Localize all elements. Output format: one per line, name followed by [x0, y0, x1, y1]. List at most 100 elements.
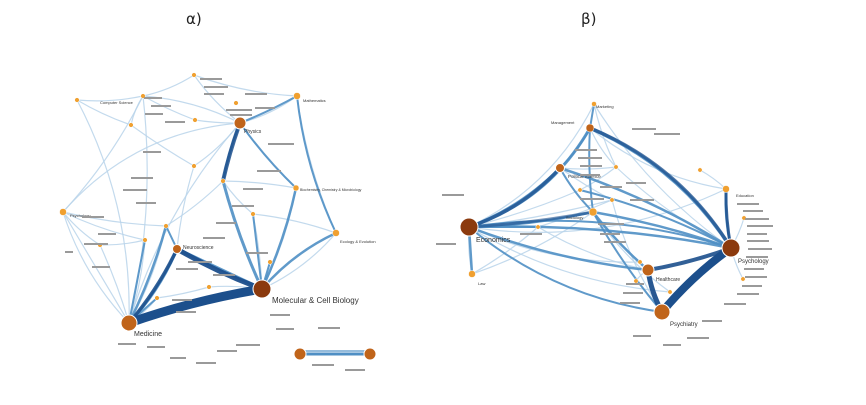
node-small [697, 167, 703, 173]
tiny-label [216, 222, 236, 224]
panel-b-edges [467, 103, 745, 316]
panel-b-nodes [459, 101, 747, 321]
edge-light [76, 95, 144, 102]
tiny-label [442, 194, 464, 196]
edge-light [62, 211, 167, 227]
node-economics [459, 217, 479, 237]
edge-light [468, 103, 595, 228]
tiny-label [737, 203, 759, 205]
edge-light [76, 99, 132, 126]
tiny-label [632, 128, 656, 130]
tiny-label [600, 233, 620, 235]
edge-light [130, 124, 195, 167]
edge-medium [579, 189, 732, 249]
tiny-label [633, 335, 651, 337]
tiny-label [92, 266, 110, 268]
node-molecular-cell-biology [252, 279, 272, 299]
tiny-label [737, 293, 759, 295]
tiny-label [82, 216, 104, 218]
node-small [220, 178, 226, 184]
tiny-label [84, 243, 108, 245]
tiny-label [151, 105, 171, 107]
tiny-label [623, 292, 643, 294]
tiny-label [172, 299, 192, 301]
edge-light [559, 166, 617, 170]
edge-light [62, 211, 101, 246]
edge-light [130, 95, 144, 126]
node-psychology [59, 208, 67, 216]
edge-medium [591, 210, 733, 250]
tiny-label [257, 170, 281, 172]
tiny-label [170, 357, 186, 359]
edge-strong [588, 126, 733, 250]
tiny-label [65, 251, 73, 253]
node-small [740, 276, 746, 282]
tiny-label [580, 165, 602, 167]
edge-light [537, 226, 649, 271]
edge-light [471, 226, 539, 275]
tiny-label [200, 78, 222, 80]
label-psychology-b: Psychology [738, 259, 769, 265]
tiny-label [118, 343, 136, 345]
tiny-label [318, 327, 340, 329]
tiny-label [742, 285, 762, 287]
label-ecology-evolution: Ecology & Evolution [340, 239, 376, 244]
edge-medium [260, 186, 298, 291]
node-sociology [588, 207, 598, 217]
node-small [74, 97, 80, 103]
tiny-label [626, 182, 646, 184]
tiny-label [663, 344, 681, 346]
tiny-label [243, 188, 263, 190]
edge-light [99, 239, 146, 246]
edge-medium [221, 179, 264, 291]
node-small [191, 163, 197, 169]
node-ecology [332, 229, 340, 237]
tiny-label [345, 369, 365, 371]
tiny-label [578, 157, 602, 159]
tiny-label [598, 223, 624, 225]
tiny-label [744, 268, 764, 270]
node-small [637, 259, 643, 265]
tiny-label [147, 346, 165, 348]
tiny-label [188, 261, 212, 263]
node-biochemistry [292, 184, 300, 192]
node-small [250, 211, 256, 217]
panel-a-edges [62, 74, 372, 356]
panel-a-title: α) [186, 10, 202, 28]
node-healthcare [641, 263, 655, 277]
node-pair-left [293, 347, 307, 361]
edge-light [142, 74, 195, 97]
label-management: Management [551, 120, 575, 125]
edge-strong [127, 247, 179, 325]
tiny-label [747, 225, 773, 227]
edge-light [62, 211, 146, 241]
network-panel-a: Molecular & Cell Biology Medicine Physic… [59, 72, 377, 371]
tiny-label [246, 252, 268, 254]
label-psychology-a: Psychology [70, 213, 90, 218]
node-small [154, 295, 160, 301]
tiny-label [580, 174, 600, 176]
edge-light [579, 166, 617, 191]
tiny-label [747, 233, 767, 235]
tiny-label [98, 233, 116, 235]
tiny-label [747, 240, 769, 242]
node-physics [233, 116, 247, 130]
node-small [667, 289, 673, 295]
node-small [206, 284, 212, 290]
edge-light [128, 122, 241, 324]
edge-light [194, 119, 241, 124]
edge-strong [221, 121, 242, 183]
edge-medium [239, 122, 297, 189]
label-political-science: Political Science [568, 174, 601, 179]
node-small [142, 237, 148, 243]
tiny-label [312, 364, 334, 366]
tiny-label [123, 189, 147, 191]
edge-light [593, 103, 617, 168]
tiny-label [268, 143, 294, 145]
tiny-label [748, 248, 772, 250]
tiny-label [176, 268, 198, 270]
node-small [267, 259, 273, 265]
tiny-label [745, 276, 767, 278]
tiny-label [226, 109, 252, 111]
tiny-label [176, 311, 196, 313]
